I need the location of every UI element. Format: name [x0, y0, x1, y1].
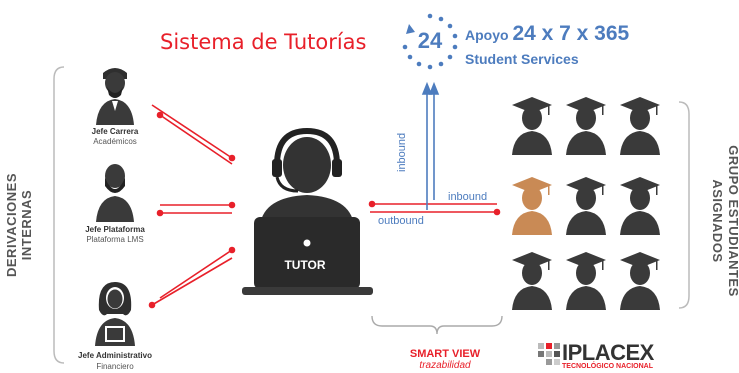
- tutor-icon: [242, 127, 373, 295]
- arrow-carrera-to-tutor: [151, 104, 233, 159]
- support-prefix: Apoyo: [465, 27, 509, 43]
- student-group-grid: [512, 97, 660, 310]
- role-subtitle-jefe-carrera: Académicos: [93, 137, 137, 146]
- role-title-jefe-plataforma: Jefe Plataforma: [85, 225, 145, 234]
- role-subtitle-jefe-administrativo: Financiero: [96, 362, 134, 371]
- highlighted-student-icon: [512, 177, 552, 235]
- arrow-tutor-to-carrera: [159, 114, 233, 165]
- smart-view-label: SMART VIEW: [409, 348, 481, 360]
- right-bracket: [678, 101, 690, 309]
- brand-tagline: TECNOLÓGICO NACIONAL: [562, 363, 653, 370]
- support-line-2: Student Services: [465, 51, 579, 67]
- brand-name: IPLACEX: [562, 340, 654, 365]
- role-subtitle-jefe-plataforma: Plataforma LMS: [86, 235, 144, 244]
- support-hours: 24 x 7 x 365: [512, 22, 630, 45]
- support-line-1: Apoyo 24 x 7 x 365: [465, 22, 629, 46]
- flow-inbound-vertical: inbound: [396, 132, 408, 172]
- jefe-administrativo-icon: [95, 282, 135, 346]
- student-icon: [620, 97, 660, 155]
- tutor-label: TUTOR: [284, 258, 326, 272]
- student-icon: [620, 252, 660, 310]
- student-icon: [512, 252, 552, 310]
- student-icon: [566, 177, 606, 235]
- smart-view-brace: [371, 315, 503, 335]
- role-title-jefe-administrativo: Jefe Administrativo: [78, 351, 152, 360]
- left-bracket: [53, 66, 65, 364]
- student-icon: [566, 97, 606, 155]
- role-title-jefe-carrera: Jefe Carrera: [91, 127, 139, 136]
- traceability-label: trazabilidad: [419, 360, 471, 371]
- clock-24-number: 24: [417, 28, 443, 53]
- arrow-administrativo-to-tutor: [159, 249, 233, 299]
- student-icon: [512, 97, 552, 155]
- flow-inbound-horizontal: inbound: [448, 191, 488, 203]
- jefe-plataforma-icon: [96, 164, 134, 222]
- diagram-title: Sistema de Tutorías: [160, 30, 367, 54]
- student-icon: [566, 252, 606, 310]
- student-icon: [620, 177, 660, 235]
- flow-outbound: outbound: [378, 215, 424, 227]
- arrow-tutor-to-administrativo: [151, 257, 233, 306]
- iplacex-logo-mark: [538, 343, 560, 365]
- jefe-carrera-icon: [96, 68, 134, 125]
- clock-24-icon: [402, 13, 458, 70]
